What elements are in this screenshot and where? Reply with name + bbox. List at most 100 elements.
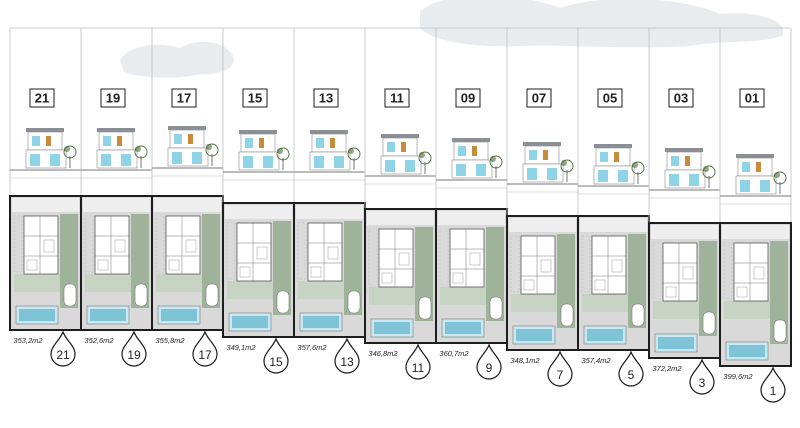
furniture <box>239 266 251 278</box>
window <box>387 142 395 152</box>
tree-crown <box>419 152 425 158</box>
window <box>742 162 750 172</box>
plot-plan <box>293 202 366 338</box>
roof-band <box>381 134 419 138</box>
entrance-patio <box>154 198 221 212</box>
side-garden <box>770 241 788 344</box>
lawn <box>298 281 344 299</box>
entrance-patio <box>580 218 647 232</box>
house-number-label: 15 <box>248 91 262 106</box>
paving-path <box>297 222 307 280</box>
house-footprint <box>165 215 201 275</box>
tree-crown <box>64 146 70 152</box>
furniture <box>594 279 606 291</box>
entrance-patio <box>225 205 292 219</box>
furniture <box>310 266 322 278</box>
tree-crown <box>702 165 716 179</box>
car-parking <box>134 283 148 307</box>
plot-plan <box>577 215 650 351</box>
furniture <box>469 252 481 266</box>
roof-band <box>239 130 277 134</box>
car-parking <box>631 303 645 327</box>
house-number-box <box>384 88 410 108</box>
drop-marker-number: 21 <box>56 348 70 362</box>
car-parking <box>276 290 290 314</box>
paving-path <box>439 228 449 286</box>
plot-plan <box>506 215 579 351</box>
house-footprint <box>236 222 272 282</box>
wood-panel <box>543 150 548 160</box>
car-parking <box>702 311 716 335</box>
entrance-patio <box>651 225 718 239</box>
house-footprint <box>378 228 414 288</box>
glass-door <box>669 174 679 186</box>
furniture <box>327 246 339 260</box>
plot-plan <box>435 208 508 344</box>
plot-area-label: 346,8m2 <box>368 349 398 358</box>
tree-crown <box>205 143 219 157</box>
roof-band <box>523 142 561 146</box>
entrance-patio <box>83 198 150 212</box>
house-number-label: 01 <box>745 91 759 106</box>
paving-path <box>581 235 591 293</box>
house-number-label: 07 <box>532 91 546 106</box>
tree-crown <box>703 166 709 172</box>
house-number-label: 17 <box>177 91 191 106</box>
drop-marker-number: 5 <box>628 368 635 382</box>
car-parking <box>347 290 361 314</box>
plot-plan <box>9 195 82 331</box>
roof-band <box>310 130 348 134</box>
entrance-patio <box>12 198 79 212</box>
car-parking <box>560 303 574 327</box>
window <box>458 146 466 156</box>
drop-marker-number: 11 <box>412 361 425 375</box>
car-parking <box>489 296 503 320</box>
plot-plan <box>222 202 295 338</box>
lawn <box>227 281 273 299</box>
cloud-shape <box>120 41 234 78</box>
house-number-label: 19 <box>106 91 120 106</box>
wood-panel <box>330 138 335 148</box>
furniture <box>185 239 197 253</box>
wood-panel <box>401 142 406 152</box>
plot-plan <box>719 222 792 367</box>
glass-door <box>405 160 415 172</box>
glass-door <box>618 170 628 182</box>
glass-door <box>314 156 324 168</box>
tree-crown <box>632 162 638 168</box>
window <box>245 138 253 148</box>
wood-panel <box>188 134 193 144</box>
house-number-box <box>242 88 268 108</box>
house-footprint <box>449 228 485 288</box>
tree-crown <box>418 151 432 165</box>
furniture <box>398 252 410 266</box>
lawn <box>85 274 131 292</box>
glass-door <box>30 154 40 166</box>
drop-marker <box>334 337 360 374</box>
entrance-patio <box>367 211 434 225</box>
wood-panel <box>756 162 761 172</box>
glass-door <box>263 156 273 168</box>
glass-door <box>101 154 111 166</box>
wood-panel <box>614 152 619 162</box>
plot-area-label: 357,6m2 <box>297 343 327 352</box>
drop-marker-number: 13 <box>340 355 354 369</box>
window <box>529 150 537 160</box>
swimming-pool <box>303 316 339 328</box>
plot-area-label: 352,6m2 <box>84 336 114 345</box>
house-footprint <box>307 222 343 282</box>
drop-marker <box>618 350 644 387</box>
house-number-box <box>313 88 339 108</box>
glass-door <box>172 152 182 164</box>
window <box>103 136 111 146</box>
house-number-box <box>668 88 694 108</box>
house-footprint <box>662 242 698 302</box>
car-parking <box>773 319 787 343</box>
swimming-pool <box>587 329 623 341</box>
glass-door <box>243 156 253 168</box>
